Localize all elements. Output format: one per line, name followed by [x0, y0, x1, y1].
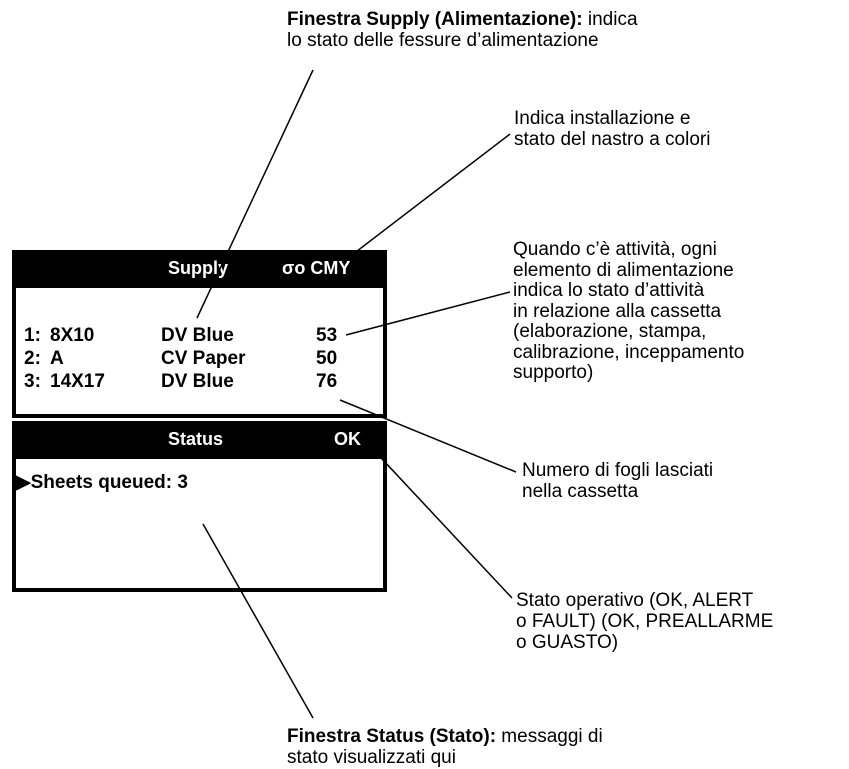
supply-window-annotation-rest: indica	[582, 9, 638, 30]
ribbon-annotation-line2: stato del nastro a colori	[514, 129, 711, 150]
supply-row-3-media: DV Blue	[161, 371, 234, 392]
supply-row-2-media: CV Paper	[161, 348, 246, 369]
operational-state: OK	[334, 429, 361, 449]
status-message-text: Sheets queued: 3	[30, 472, 188, 493]
operational-status-annotation: Stato operativo (OK, ALERT o FAULT) (OK,…	[516, 590, 773, 653]
supply-row-3-count: 76	[316, 371, 338, 392]
sheets-left-annotation-line1: Numero di fogli lasciati	[522, 460, 714, 481]
supply-row-1-size: 8X10	[50, 325, 95, 346]
ribbon-annotation: Indica installazione e stato del nastro …	[514, 108, 710, 150]
activity-annotation-line: indica lo stato d’attività	[513, 280, 705, 301]
pointer-arrow-icon: ▶	[16, 472, 31, 493]
supply-row-3-size: 14X17	[50, 371, 105, 392]
ribbon-cassette-icon: σο	[282, 258, 306, 278]
operational-status-annotation-line2: o FAULT) (OK, PREALLARME	[516, 611, 774, 632]
activity-annotation-line: (elaborazione, stampa,	[513, 321, 707, 342]
supply-row-2-size: A	[50, 348, 64, 369]
supply-window-annotation-line2: lo stato delle fessure d’alimentazione	[287, 30, 599, 51]
status-window-annotation-rest: messaggi di	[496, 726, 603, 747]
leader-ribbon	[347, 133, 511, 259]
ribbon-annotation-line1: Indica installazione e	[514, 108, 691, 129]
status-window-annotation: Finestra Status (Stato): messaggi di sta…	[287, 726, 603, 768]
status-window-annotation-bold: Finestra Status (Stato):	[287, 726, 497, 747]
supply-window-annotation-bold: Finestra Supply (Alimentazione):	[287, 9, 583, 30]
sheets-left-annotation-line2: nella cassetta	[522, 481, 639, 502]
supply-row-1-media: DV Blue	[161, 325, 234, 346]
activity-annotation-line: calibrazione, inceppamento	[513, 341, 745, 363]
ribbon-label: CMY	[310, 258, 351, 278]
activity-annotation-line: supporto)	[513, 362, 594, 383]
status-header: Status OK	[12, 421, 387, 457]
status-window: Status OK ▶Sheets queued: 3	[12, 421, 387, 592]
activity-annotation: Quando c’è attività, ogni elemento di al…	[513, 239, 745, 384]
supply-body: 1: 8X10 DV Blue 53 2: A CV Paper 50 3: 1…	[16, 288, 383, 414]
operational-status-annotation-line1: Stato operativo (OK, ALERT	[516, 590, 754, 611]
supply-row-1-count: 53	[316, 325, 338, 346]
status-title: Status	[168, 429, 224, 449]
supply-header: Supply σο CMY	[12, 250, 387, 286]
operational-status-annotation-line3: o GUASTO)	[516, 632, 619, 653]
supply-row-1-slot: 1:	[24, 325, 41, 346]
sheets-left-annotation: Numero di fogli lasciati nella cassetta	[522, 460, 713, 502]
ribbon-status: σο CMY	[282, 258, 350, 279]
status-message: ▶Sheets queued: 3	[16, 471, 188, 494]
activity-annotation-line: Quando c’è attività, ogni	[513, 239, 717, 260]
supply-window: Supply σο CMY 1: 8X10 DV Blue 53 2: A CV…	[12, 250, 387, 418]
supply-row-2-slot: 2:	[24, 348, 41, 369]
activity-annotation-line: elemento di alimentazione	[513, 259, 734, 281]
status-window-annotation-line2: stato visualizzati qui	[287, 747, 456, 768]
supply-title: Supply	[168, 258, 229, 278]
status-body: ▶Sheets queued: 3	[16, 459, 383, 588]
leader-operational	[367, 443, 513, 599]
supply-window-annotation: Finestra Supply (Alimentazione): indica …	[287, 9, 638, 51]
supply-row-2-count: 50	[316, 348, 338, 369]
activity-annotation-line: in relazione alla cassetta	[513, 300, 722, 322]
supply-row-3-slot: 3:	[24, 371, 41, 392]
